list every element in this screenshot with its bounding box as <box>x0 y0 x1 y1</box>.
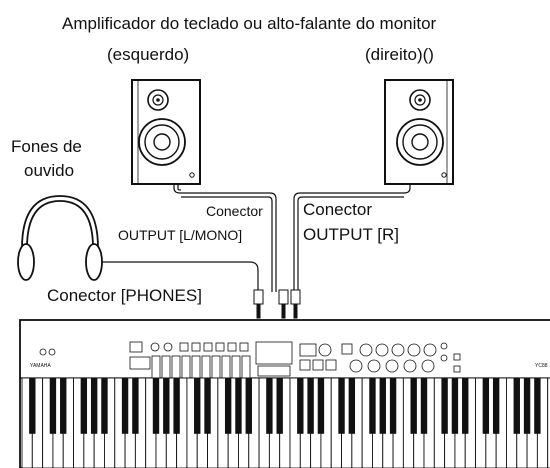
right-speaker-label: (direito)() <box>365 45 434 64</box>
black-key <box>224 378 232 434</box>
black-key <box>317 378 325 434</box>
white-keys <box>21 377 550 468</box>
black-key <box>307 378 314 434</box>
output-plugs-icon <box>278 289 301 319</box>
left-output-label-line1: Conector <box>206 203 263 219</box>
speaker-cables <box>173 184 411 292</box>
headphones-label-line1: Fones de <box>11 137 82 156</box>
black-key <box>462 378 469 434</box>
black-key <box>204 378 211 434</box>
right-output-label-line1: Conector <box>303 200 372 219</box>
black-key <box>152 378 160 434</box>
keyboard-brand: YAMAHA <box>30 363 51 369</box>
black-key <box>49 378 57 434</box>
left-output-label-line2: OUTPUT [L/MONO] <box>118 227 243 243</box>
black-key <box>60 378 67 434</box>
black-key <box>276 378 283 434</box>
black-key <box>513 378 520 434</box>
black-key <box>523 378 531 434</box>
black-key <box>163 378 170 434</box>
black-key <box>482 378 490 434</box>
black-key <box>420 378 428 434</box>
black-key <box>101 378 108 434</box>
left-speaker-icon <box>131 79 201 185</box>
phones-plug-icon <box>253 289 264 319</box>
right-speaker-icon <box>384 79 454 185</box>
headphones-icon <box>17 195 259 292</box>
black-key <box>245 378 252 434</box>
black-key <box>90 378 98 434</box>
black-key <box>132 378 139 434</box>
black-key <box>121 378 129 434</box>
black-key <box>29 378 36 434</box>
black-key <box>492 378 500 434</box>
black-keys <box>29 378 541 434</box>
black-key <box>266 378 273 434</box>
keyboard-model: YC88 <box>535 363 548 369</box>
black-key <box>338 378 345 434</box>
right-output-label-line2: OUTPUT [R] <box>303 225 400 244</box>
phones-connector-label: Conector [PHONES] <box>47 286 202 305</box>
black-key <box>534 378 541 434</box>
black-key <box>451 378 459 434</box>
keyboard-icon: YAMAHA YC88 <box>19 319 550 468</box>
black-key <box>348 378 356 434</box>
headphones-label-line2: ouvido <box>24 161 75 180</box>
black-key <box>235 378 242 434</box>
black-key <box>194 378 201 434</box>
left-speaker-label: (esquerdo) <box>107 45 190 64</box>
black-key <box>80 378 88 434</box>
black-key <box>441 378 448 434</box>
black-key <box>410 378 417 434</box>
black-key <box>297 378 304 434</box>
black-key <box>369 378 376 434</box>
black-key <box>379 378 386 434</box>
white-key <box>547 377 550 468</box>
black-key <box>389 378 397 434</box>
speaker-title: Amplificador do teclado ou alto-falante … <box>62 14 437 33</box>
black-key <box>173 378 180 434</box>
